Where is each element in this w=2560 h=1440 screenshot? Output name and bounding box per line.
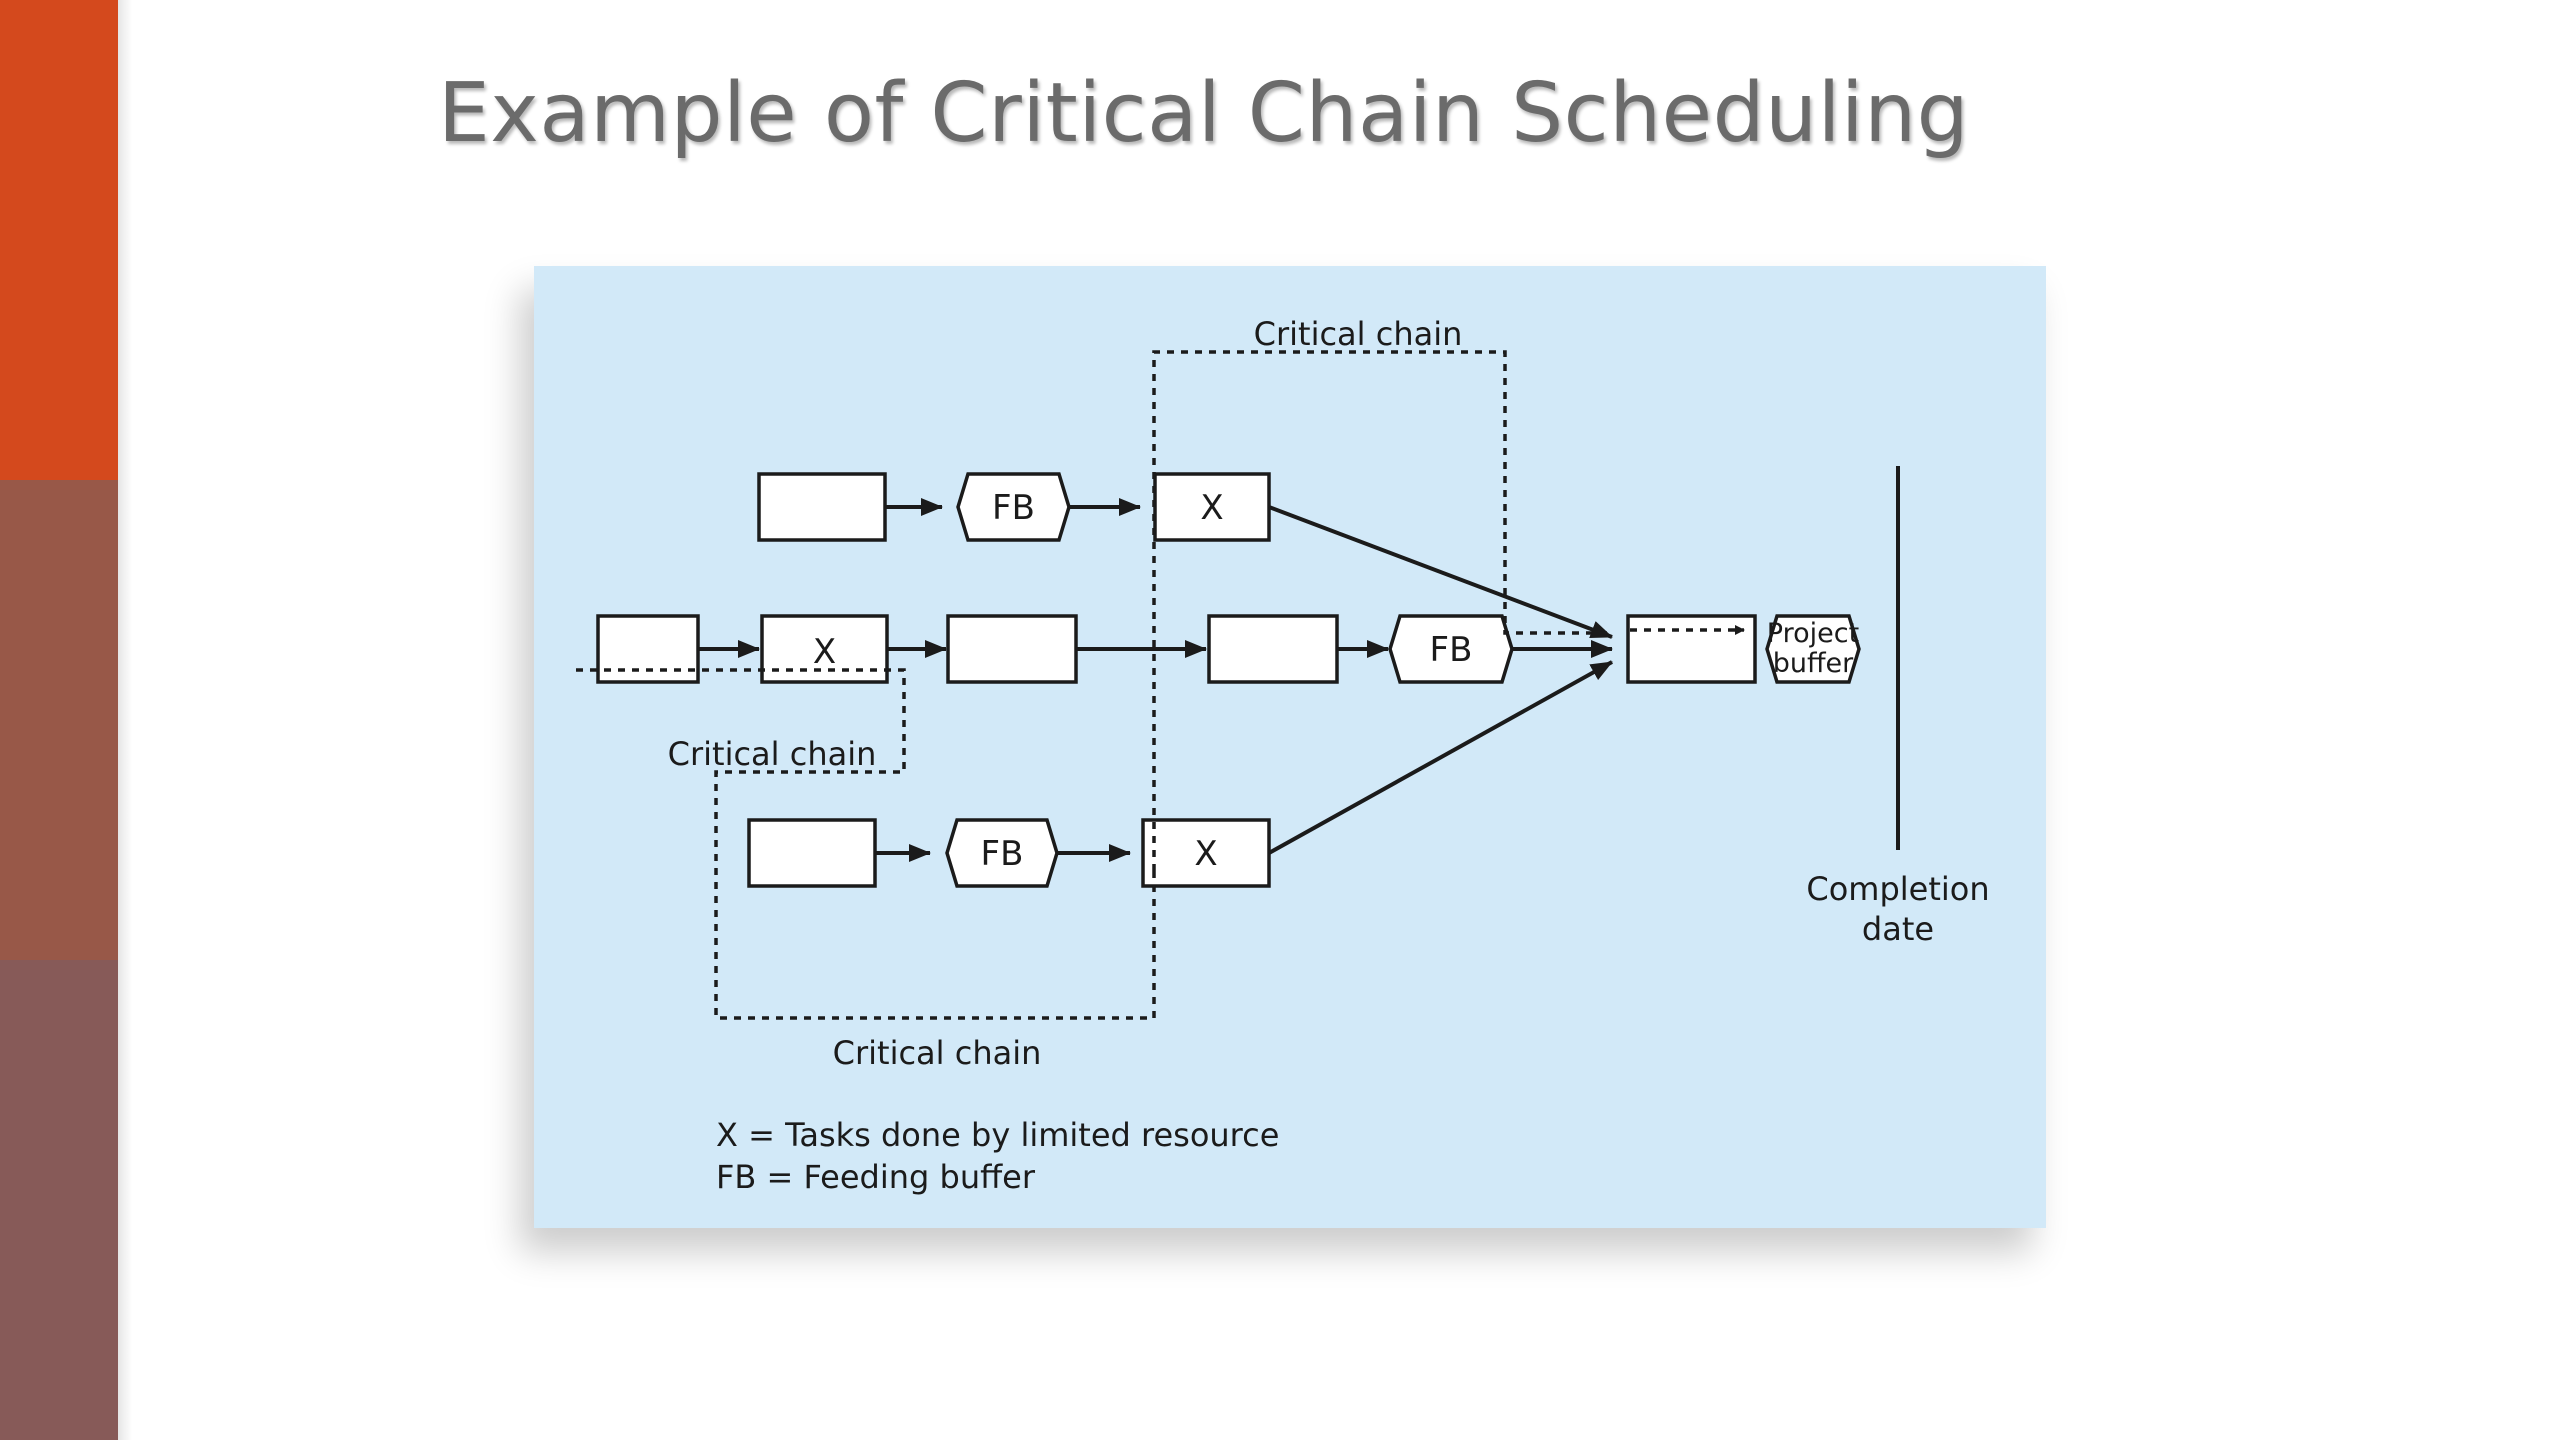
limited-resource-task-box	[1153, 472, 1271, 542]
completion-label-line2: date	[1862, 910, 1934, 948]
slide-title: Example of Critical Chain Scheduling	[438, 66, 1970, 161]
task-box	[747, 818, 877, 888]
critical-chain-diagram: FB X X FB Project buffer	[576, 315, 1990, 1196]
feeding-buffer-label: FB	[992, 488, 1035, 528]
critical-chain-label-bottom: Critical chain	[833, 1034, 1042, 1072]
critical-chain-label-middle: Critical chain	[668, 735, 877, 773]
limited-resource-task-label: X	[813, 632, 836, 672]
sidebar-accent-top	[0, 0, 118, 480]
limited-resource-task-box	[1141, 818, 1271, 888]
task-box	[946, 614, 1078, 684]
task-box	[757, 472, 887, 542]
final-task-box	[1626, 614, 1757, 684]
critical-chain-label-top: Critical chain	[1254, 315, 1463, 353]
merge-arrow-bottom	[1268, 660, 1613, 855]
project-buffer-label-line2: buffer	[1773, 648, 1854, 679]
task-box	[1207, 614, 1339, 684]
merge-arrow-top	[1268, 505, 1613, 639]
legend-line-x: X = Tasks done by limited resource	[716, 1116, 1279, 1154]
legend-line-fb: FB = Feeding buffer	[716, 1158, 1036, 1196]
project-buffer-label-line1: Project	[1767, 618, 1859, 649]
limited-resource-task-box	[760, 614, 889, 684]
task-box	[596, 614, 700, 684]
critical-chain-path-bottom	[576, 668, 1156, 1020]
project-buffer-hexagon	[1765, 614, 1861, 684]
sidebar-shadow	[118, 0, 132, 1440]
sidebar-accent-middle	[0, 480, 118, 960]
diagram-panel: FB X X FB Project buffer	[534, 266, 2046, 1228]
limited-resource-task-label: X	[1194, 834, 1217, 874]
feeding-buffer-label: FB	[1430, 630, 1473, 670]
sidebar-accent-bottom	[0, 960, 118, 1440]
critical-chain-path-top	[1152, 350, 1612, 871]
feeding-buffer-label: FB	[981, 834, 1024, 874]
completion-label-line1: Completion	[1806, 870, 1989, 908]
limited-resource-task-label: X	[1200, 488, 1223, 528]
